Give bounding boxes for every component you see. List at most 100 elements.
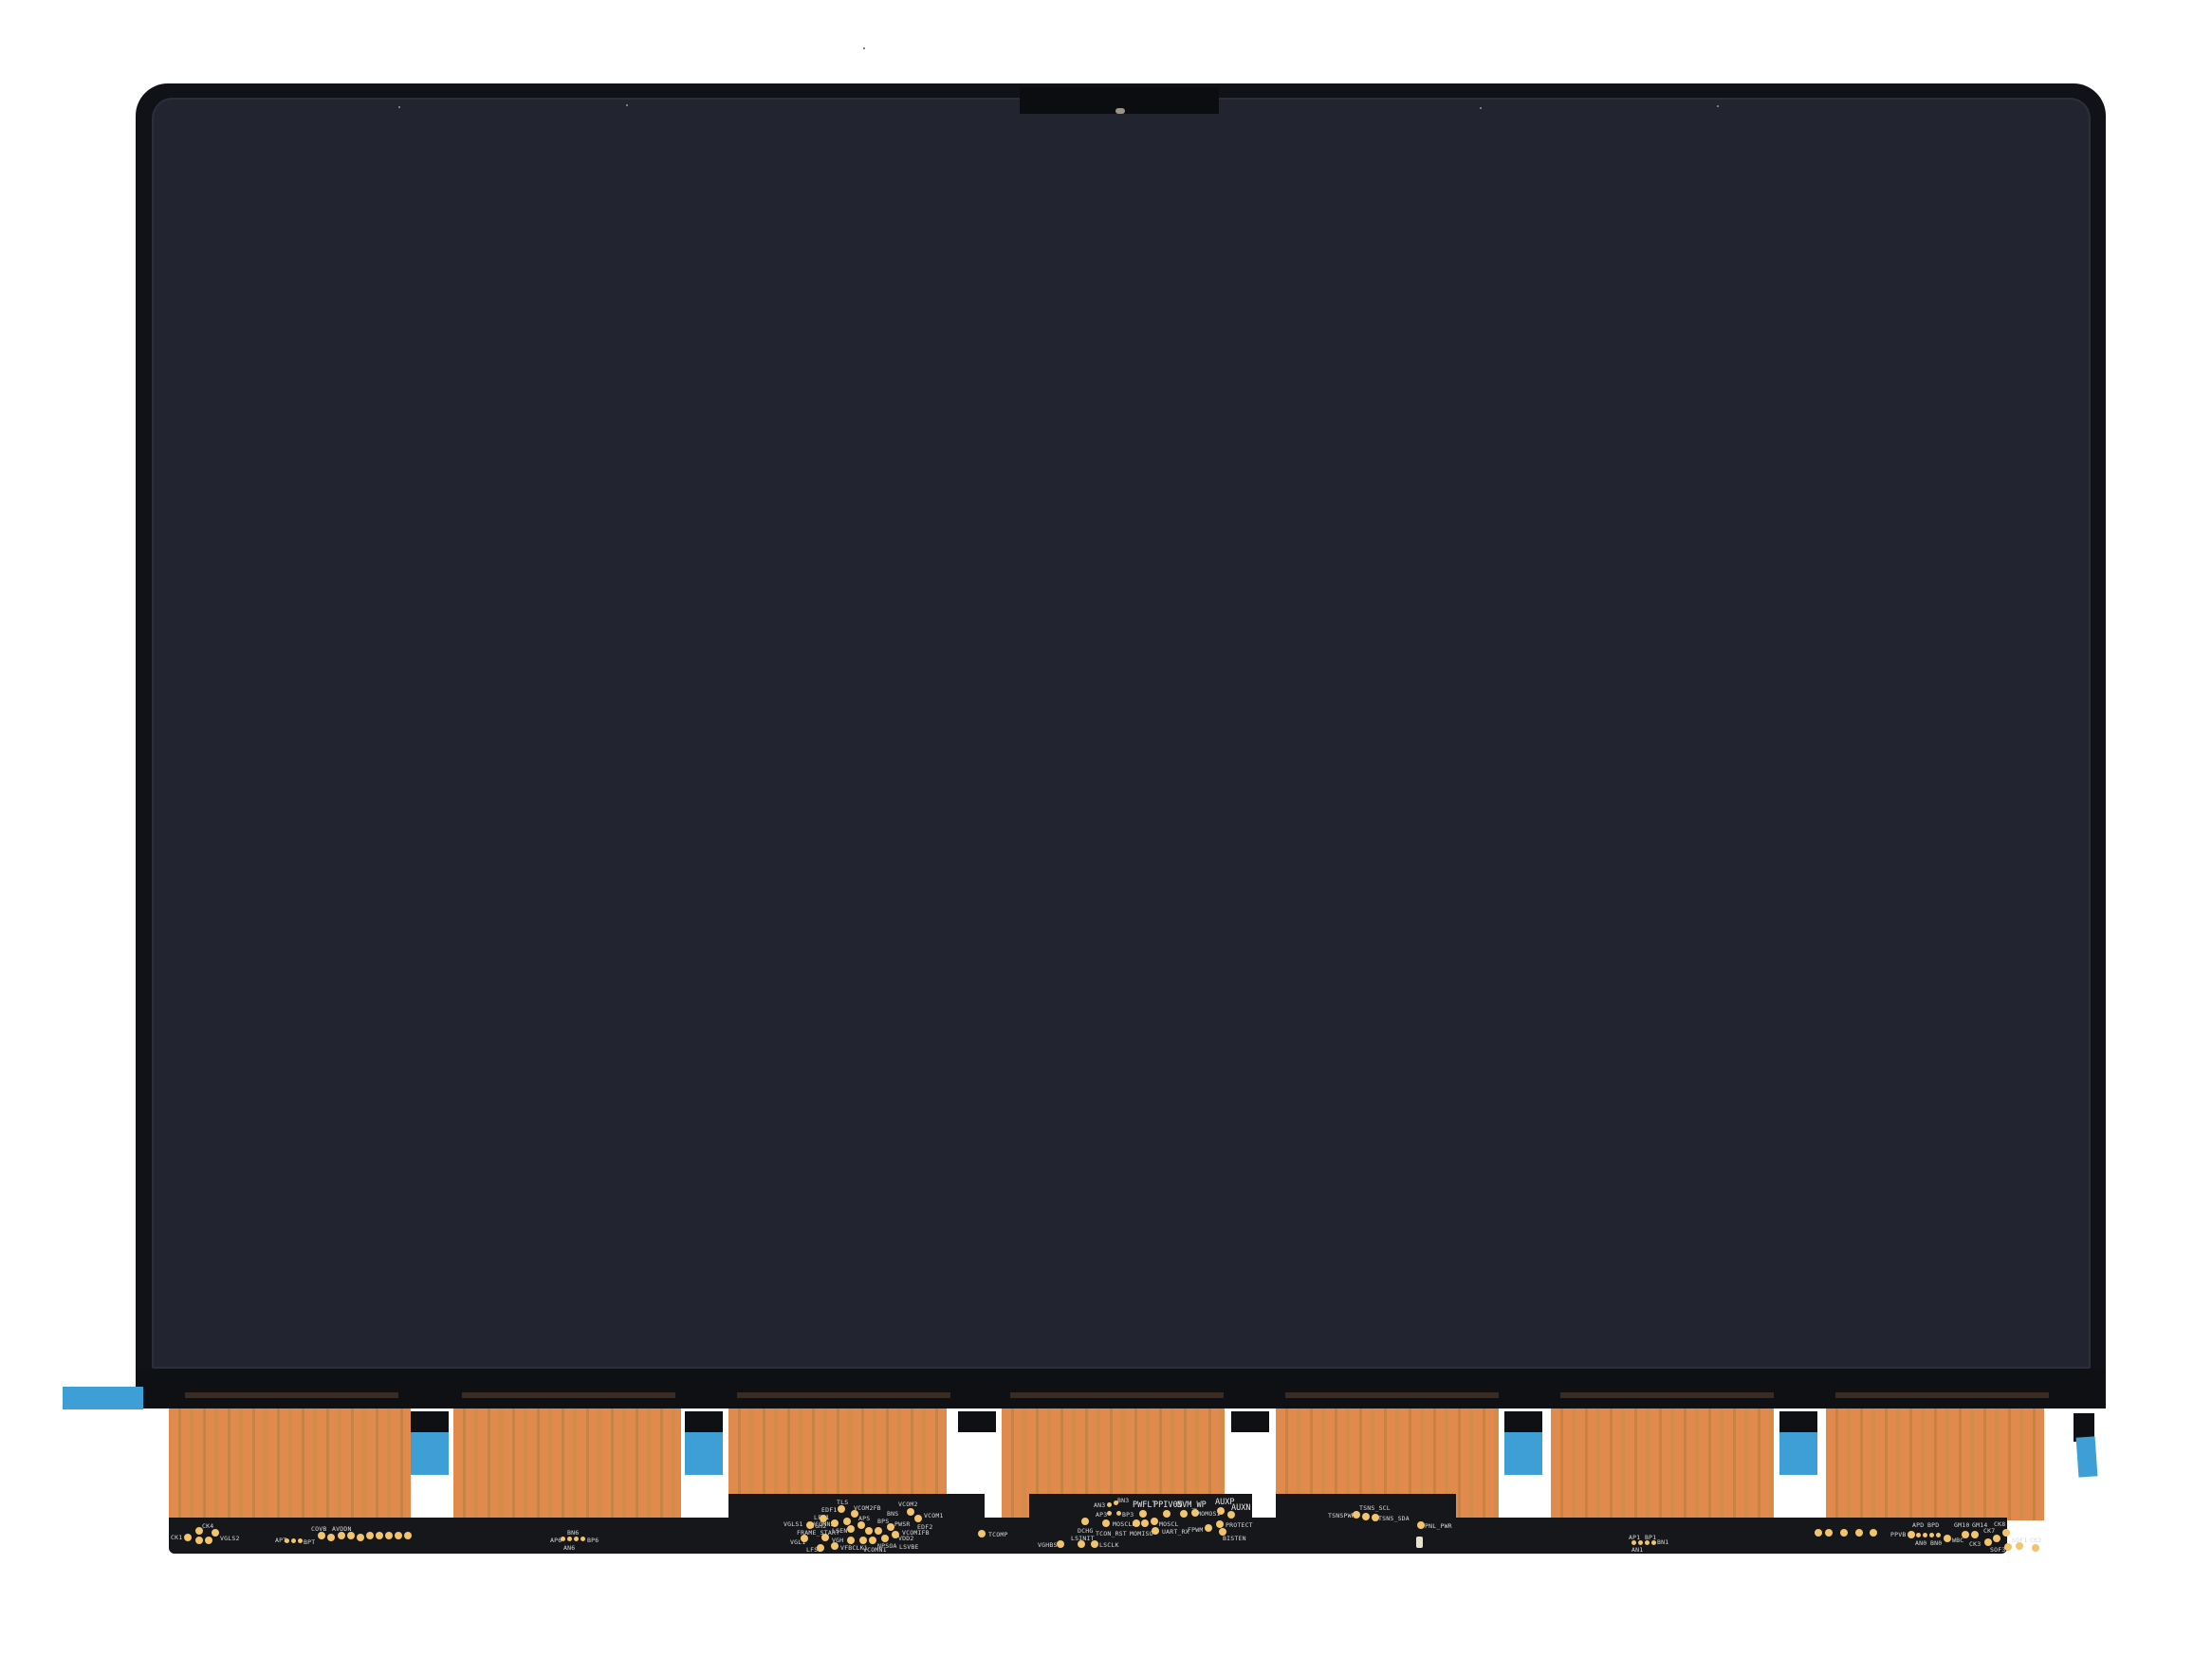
pcb-label: TCON_RST bbox=[1096, 1530, 1127, 1537]
camera-lens-icon bbox=[1115, 108, 1125, 114]
test-pad bbox=[291, 1538, 296, 1543]
test-pad bbox=[887, 1523, 894, 1531]
pcb-label: VGLS1 bbox=[783, 1520, 803, 1528]
tape-tab bbox=[411, 1432, 449, 1475]
pcb-label: BP6 bbox=[587, 1537, 599, 1544]
test-pad bbox=[1057, 1540, 1064, 1548]
tape-tab-cap bbox=[958, 1411, 996, 1432]
test-pad bbox=[817, 1544, 824, 1552]
pcb-label: AVDDN bbox=[332, 1525, 352, 1533]
test-pad bbox=[914, 1515, 922, 1522]
pcb-label: VCOMIFB bbox=[902, 1529, 930, 1537]
pcb-label: BP1 bbox=[1645, 1534, 1657, 1541]
pcb-label: AN0 bbox=[1915, 1539, 1927, 1547]
pcb-label: SOF1 bbox=[2012, 1537, 2028, 1544]
pcb-label: GM14 bbox=[1972, 1521, 1988, 1529]
test-pad bbox=[1372, 1514, 1379, 1521]
pcb-label: AP6 bbox=[550, 1537, 562, 1544]
pcb-label: NVM_WP bbox=[1177, 1501, 1207, 1510]
test-pad bbox=[1091, 1540, 1098, 1548]
tape-tab-right bbox=[2075, 1436, 2098, 1478]
pcb-label: MOMISO bbox=[1130, 1530, 1153, 1537]
connector-strip bbox=[462, 1392, 675, 1398]
pcb-label: LSVBE bbox=[899, 1543, 919, 1551]
pcb-label: UART_RX bbox=[1162, 1528, 1189, 1536]
pcb-label: BPS bbox=[877, 1518, 890, 1525]
tape-tab bbox=[1504, 1432, 1542, 1475]
test-pad bbox=[1840, 1529, 1848, 1537]
test-pad bbox=[366, 1532, 374, 1539]
pcb-label: AUXP bbox=[1215, 1498, 1235, 1507]
pcb-label: NPSOA bbox=[877, 1542, 897, 1550]
test-pad bbox=[1362, 1513, 1370, 1520]
test-pad bbox=[838, 1505, 845, 1513]
test-pad bbox=[298, 1538, 303, 1543]
pcb-label: DCHG bbox=[1078, 1527, 1094, 1535]
pcb-label: COVB bbox=[311, 1525, 327, 1533]
pcb-label: BPD bbox=[1927, 1521, 1940, 1529]
tape-tab-cap bbox=[2074, 1413, 2094, 1442]
test-pad bbox=[1944, 1535, 1951, 1542]
test-pad bbox=[1916, 1533, 1921, 1537]
pcb-label: PROTECT bbox=[1226, 1521, 1253, 1529]
test-pad bbox=[1815, 1529, 1822, 1537]
pcb-label: FRAME_START bbox=[797, 1529, 840, 1537]
test-pad bbox=[806, 1521, 814, 1529]
test-pad bbox=[1102, 1519, 1110, 1527]
flex-cable-6 bbox=[1551, 1408, 1774, 1520]
pcb-label: VFBCLK1 bbox=[840, 1544, 868, 1552]
pcb-label: TSNSPWR bbox=[1328, 1512, 1355, 1519]
test-pad bbox=[205, 1537, 212, 1544]
pcb-label: APS bbox=[858, 1515, 871, 1522]
pcb-label: MOSCL bbox=[1159, 1520, 1179, 1528]
pcb-label: BN1 bbox=[1657, 1538, 1669, 1546]
pcb-label: BN0 bbox=[1930, 1539, 1943, 1547]
tape-tab-cap bbox=[685, 1411, 723, 1432]
test-pad bbox=[1081, 1518, 1089, 1525]
pcb-label: GM10 bbox=[1954, 1521, 1970, 1529]
tape-tab-cap bbox=[1231, 1411, 1269, 1432]
test-pad bbox=[1353, 1511, 1360, 1519]
test-pad bbox=[865, 1527, 873, 1535]
pcb-label: AN1 bbox=[1631, 1546, 1644, 1554]
pcb-label: EDF1 bbox=[821, 1506, 838, 1514]
test-pad bbox=[395, 1532, 402, 1539]
connector-strip bbox=[737, 1392, 950, 1398]
pcb-label: MOMOSI bbox=[1197, 1510, 1221, 1518]
test-pad bbox=[318, 1532, 325, 1539]
pcb-label: LSCLK bbox=[1099, 1541, 1119, 1549]
test-pad bbox=[831, 1519, 839, 1527]
pcb-label: CK8 bbox=[1994, 1520, 2006, 1528]
test-pad bbox=[567, 1537, 572, 1541]
test-pad bbox=[1870, 1529, 1877, 1537]
test-pad bbox=[338, 1532, 345, 1539]
pcb-label: CK1 bbox=[171, 1534, 183, 1541]
test-pad bbox=[1116, 1511, 1121, 1516]
test-pad bbox=[195, 1537, 203, 1544]
test-pad bbox=[1180, 1510, 1188, 1518]
pcb-label: VCOM1 bbox=[924, 1512, 944, 1519]
test-pad bbox=[820, 1515, 827, 1522]
pcb-label: SOF3 bbox=[1990, 1546, 2006, 1554]
test-pad bbox=[574, 1537, 579, 1541]
connector-strip bbox=[185, 1392, 398, 1398]
dust-speck bbox=[398, 106, 400, 108]
test-pad bbox=[847, 1537, 855, 1544]
pcb-label: PPVB bbox=[1890, 1531, 1907, 1538]
pcb-label: CK4 bbox=[202, 1522, 214, 1530]
flex-cable-7 bbox=[1826, 1408, 2044, 1520]
tape-tab bbox=[685, 1432, 723, 1475]
tape-tab-cap bbox=[1504, 1411, 1542, 1432]
pcb-label: VGLS2 bbox=[220, 1535, 240, 1542]
test-pad bbox=[327, 1534, 335, 1541]
test-pad bbox=[2016, 1542, 2023, 1550]
test-pad bbox=[357, 1534, 364, 1541]
test-pad bbox=[1984, 1538, 1992, 1546]
pcb-label: AN6 bbox=[563, 1544, 576, 1552]
test-pad bbox=[1631, 1540, 1636, 1545]
test-pad bbox=[881, 1535, 889, 1542]
pcb-label: APD bbox=[1912, 1521, 1925, 1529]
pcb-label: BP3 bbox=[1122, 1511, 1134, 1519]
pcb-label: TCOMP bbox=[988, 1531, 1008, 1538]
test-pad bbox=[1191, 1509, 1199, 1517]
